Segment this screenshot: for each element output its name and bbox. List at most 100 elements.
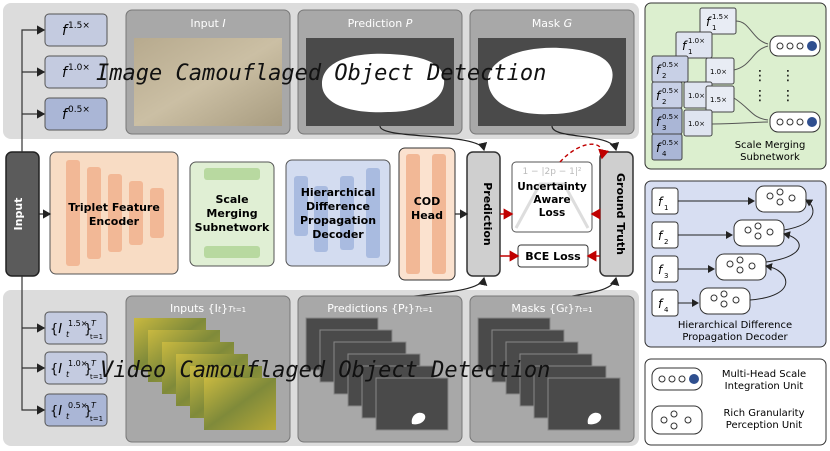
svg-text:1: 1 bbox=[664, 204, 668, 212]
svg-text:1.0×: 1.0× bbox=[710, 68, 727, 76]
video-feature-sup: T bbox=[91, 401, 97, 410]
video-predictions-symbol: {P bbox=[391, 302, 405, 315]
rgpu-unit bbox=[715, 253, 767, 281]
video-feature-sub: t=1 bbox=[90, 415, 103, 423]
svg-text:Predictions {Pt}Tt=1: Predictions {Pt}Tt=1 bbox=[327, 302, 433, 315]
hdpd-label-line4: Decoder bbox=[312, 228, 364, 241]
svg-text:f: f bbox=[62, 23, 69, 39]
image-cod-banner: Image Camouflaged Object Detection bbox=[96, 61, 546, 86]
input-image-symbol: I bbox=[222, 17, 225, 30]
cod-head-line1: COD bbox=[414, 195, 441, 208]
ground-truth-label: Ground Truth bbox=[614, 173, 627, 255]
input-image-panel: Input I bbox=[125, 9, 291, 135]
svg-text:0.5×: 0.5× bbox=[662, 139, 679, 147]
uncertainty-aware-loss: 1 − |2p − 1|² Uncertainty Aware Loss bbox=[511, 161, 593, 233]
svg-text:{I: {I bbox=[50, 362, 62, 377]
mask-image-title: Mask bbox=[532, 17, 564, 30]
svg-text:1: 1 bbox=[712, 24, 716, 32]
mask-image-symbol: G bbox=[564, 17, 573, 30]
hdpd-panel-title-1: Hierarchical Difference bbox=[678, 320, 792, 331]
video-inputs-title: Inputs bbox=[170, 302, 208, 315]
video-feature-scale: 1.0× bbox=[68, 359, 87, 368]
legend-rgpu-2: Perception Unit bbox=[726, 420, 802, 431]
cod-head-line2: Head bbox=[411, 209, 443, 222]
svg-text:0.5×: 0.5× bbox=[662, 61, 679, 69]
svg-text:4: 4 bbox=[664, 306, 669, 314]
image-feature-scale: 1.5× bbox=[68, 21, 90, 31]
svg-text:{I: {I bbox=[50, 322, 62, 337]
prediction-image-panel: Prediction P bbox=[297, 9, 463, 135]
legend-rgpu-icon bbox=[651, 405, 703, 435]
input-label: Input bbox=[12, 198, 25, 231]
svg-text:f: f bbox=[706, 15, 712, 29]
video-predictions-title: Predictions bbox=[327, 302, 391, 315]
svg-text:}: } bbox=[84, 322, 92, 337]
legend-mhsiu-1: Multi-Head Scale bbox=[722, 369, 806, 380]
smn-panel-title-1: Scale Merging bbox=[735, 140, 806, 151]
video-masks-title: Masks bbox=[511, 302, 549, 315]
smn-ellipsis: ⋮ bbox=[753, 68, 767, 84]
svg-text:4: 4 bbox=[662, 150, 667, 158]
hdpd-label-line1: Hierarchical bbox=[301, 186, 376, 199]
ual-line3: Loss bbox=[539, 207, 565, 219]
svg-text:f: f bbox=[656, 115, 662, 129]
video-feature-0-5x: {I t 0.5× } T t=1 bbox=[44, 393, 108, 427]
hdpd-block: Hierarchical Difference Propagation Deco… bbox=[285, 159, 391, 267]
svg-text:2: 2 bbox=[664, 238, 668, 246]
smn-label-line1: Scale bbox=[215, 193, 248, 206]
svg-text:f: f bbox=[62, 107, 69, 123]
svg-text:1.0×: 1.0× bbox=[688, 92, 705, 100]
smn-label-line3: Subnetwork bbox=[195, 221, 270, 234]
bce-loss-label: BCE Loss bbox=[525, 250, 581, 263]
mhsiu-unit bbox=[769, 35, 821, 57]
prediction-block-label: Prediction bbox=[481, 182, 494, 246]
svg-text:Input I: Input I bbox=[190, 17, 225, 30]
video-feature-sup: T bbox=[91, 319, 97, 328]
svg-text:f: f bbox=[658, 297, 664, 311]
triplet-feature-encoder: Triplet Feature Encoder bbox=[49, 151, 179, 275]
svg-text:3: 3 bbox=[662, 124, 666, 132]
input-image-title: Input bbox=[190, 17, 222, 30]
video-feature-sup: T bbox=[91, 359, 97, 368]
camouflage-image bbox=[134, 38, 282, 126]
uncertainty-formula: 1 − |2p − 1|² bbox=[522, 167, 581, 177]
scale-merging-subnetwork: Scale Merging Subnetwork bbox=[189, 161, 275, 267]
encoder-label-line2: Encoder bbox=[89, 215, 140, 228]
svg-text:}: } bbox=[84, 404, 92, 419]
svg-text:t: t bbox=[66, 412, 70, 421]
video-feature-sub: t=1 bbox=[90, 373, 103, 381]
image-feature-scale: 0.5× bbox=[68, 105, 90, 115]
rgpu-unit bbox=[699, 287, 751, 315]
video-frame bbox=[204, 378, 276, 430]
legend-mhsiu-icon bbox=[651, 367, 703, 391]
rgpu-unit bbox=[755, 185, 807, 213]
video-masks-panel: Masks {Gt}Tt=1 bbox=[469, 295, 635, 443]
prediction-image-symbol: P bbox=[406, 17, 413, 30]
svg-text:1.0×: 1.0× bbox=[688, 120, 705, 128]
video-feature-1-5x: {I t 1.5× } T t=1 bbox=[44, 311, 108, 345]
cod-head: COD Head bbox=[398, 147, 456, 281]
svg-text:f: f bbox=[656, 89, 662, 103]
svg-text:f: f bbox=[62, 65, 69, 81]
svg-text:{I: {I bbox=[50, 404, 62, 419]
video-feature-scale: 1.5× bbox=[68, 319, 87, 328]
svg-text:f: f bbox=[658, 263, 664, 277]
ual-line1: Uncertainty bbox=[517, 181, 587, 193]
svg-text:Inputs {It}Tt=1: Inputs {It}Tt=1 bbox=[170, 302, 246, 315]
encoder-label-line1: Triplet Feature bbox=[68, 201, 160, 214]
bce-loss: BCE Loss bbox=[517, 244, 589, 268]
svg-text:f: f bbox=[658, 229, 664, 243]
video-inputs-symbol: {I bbox=[208, 302, 218, 315]
video-cod-banner: Video Camouflaged Object Detection bbox=[100, 358, 550, 383]
svg-text:}: } bbox=[84, 362, 92, 377]
video-feature-sub: t=1 bbox=[90, 333, 103, 341]
svg-text:0.5×: 0.5× bbox=[662, 87, 679, 95]
prediction-image-title: Prediction bbox=[348, 17, 406, 30]
svg-text:2: 2 bbox=[662, 72, 666, 80]
legend-panel: Multi-Head Scale Integration Unit Rich G… bbox=[644, 358, 827, 446]
